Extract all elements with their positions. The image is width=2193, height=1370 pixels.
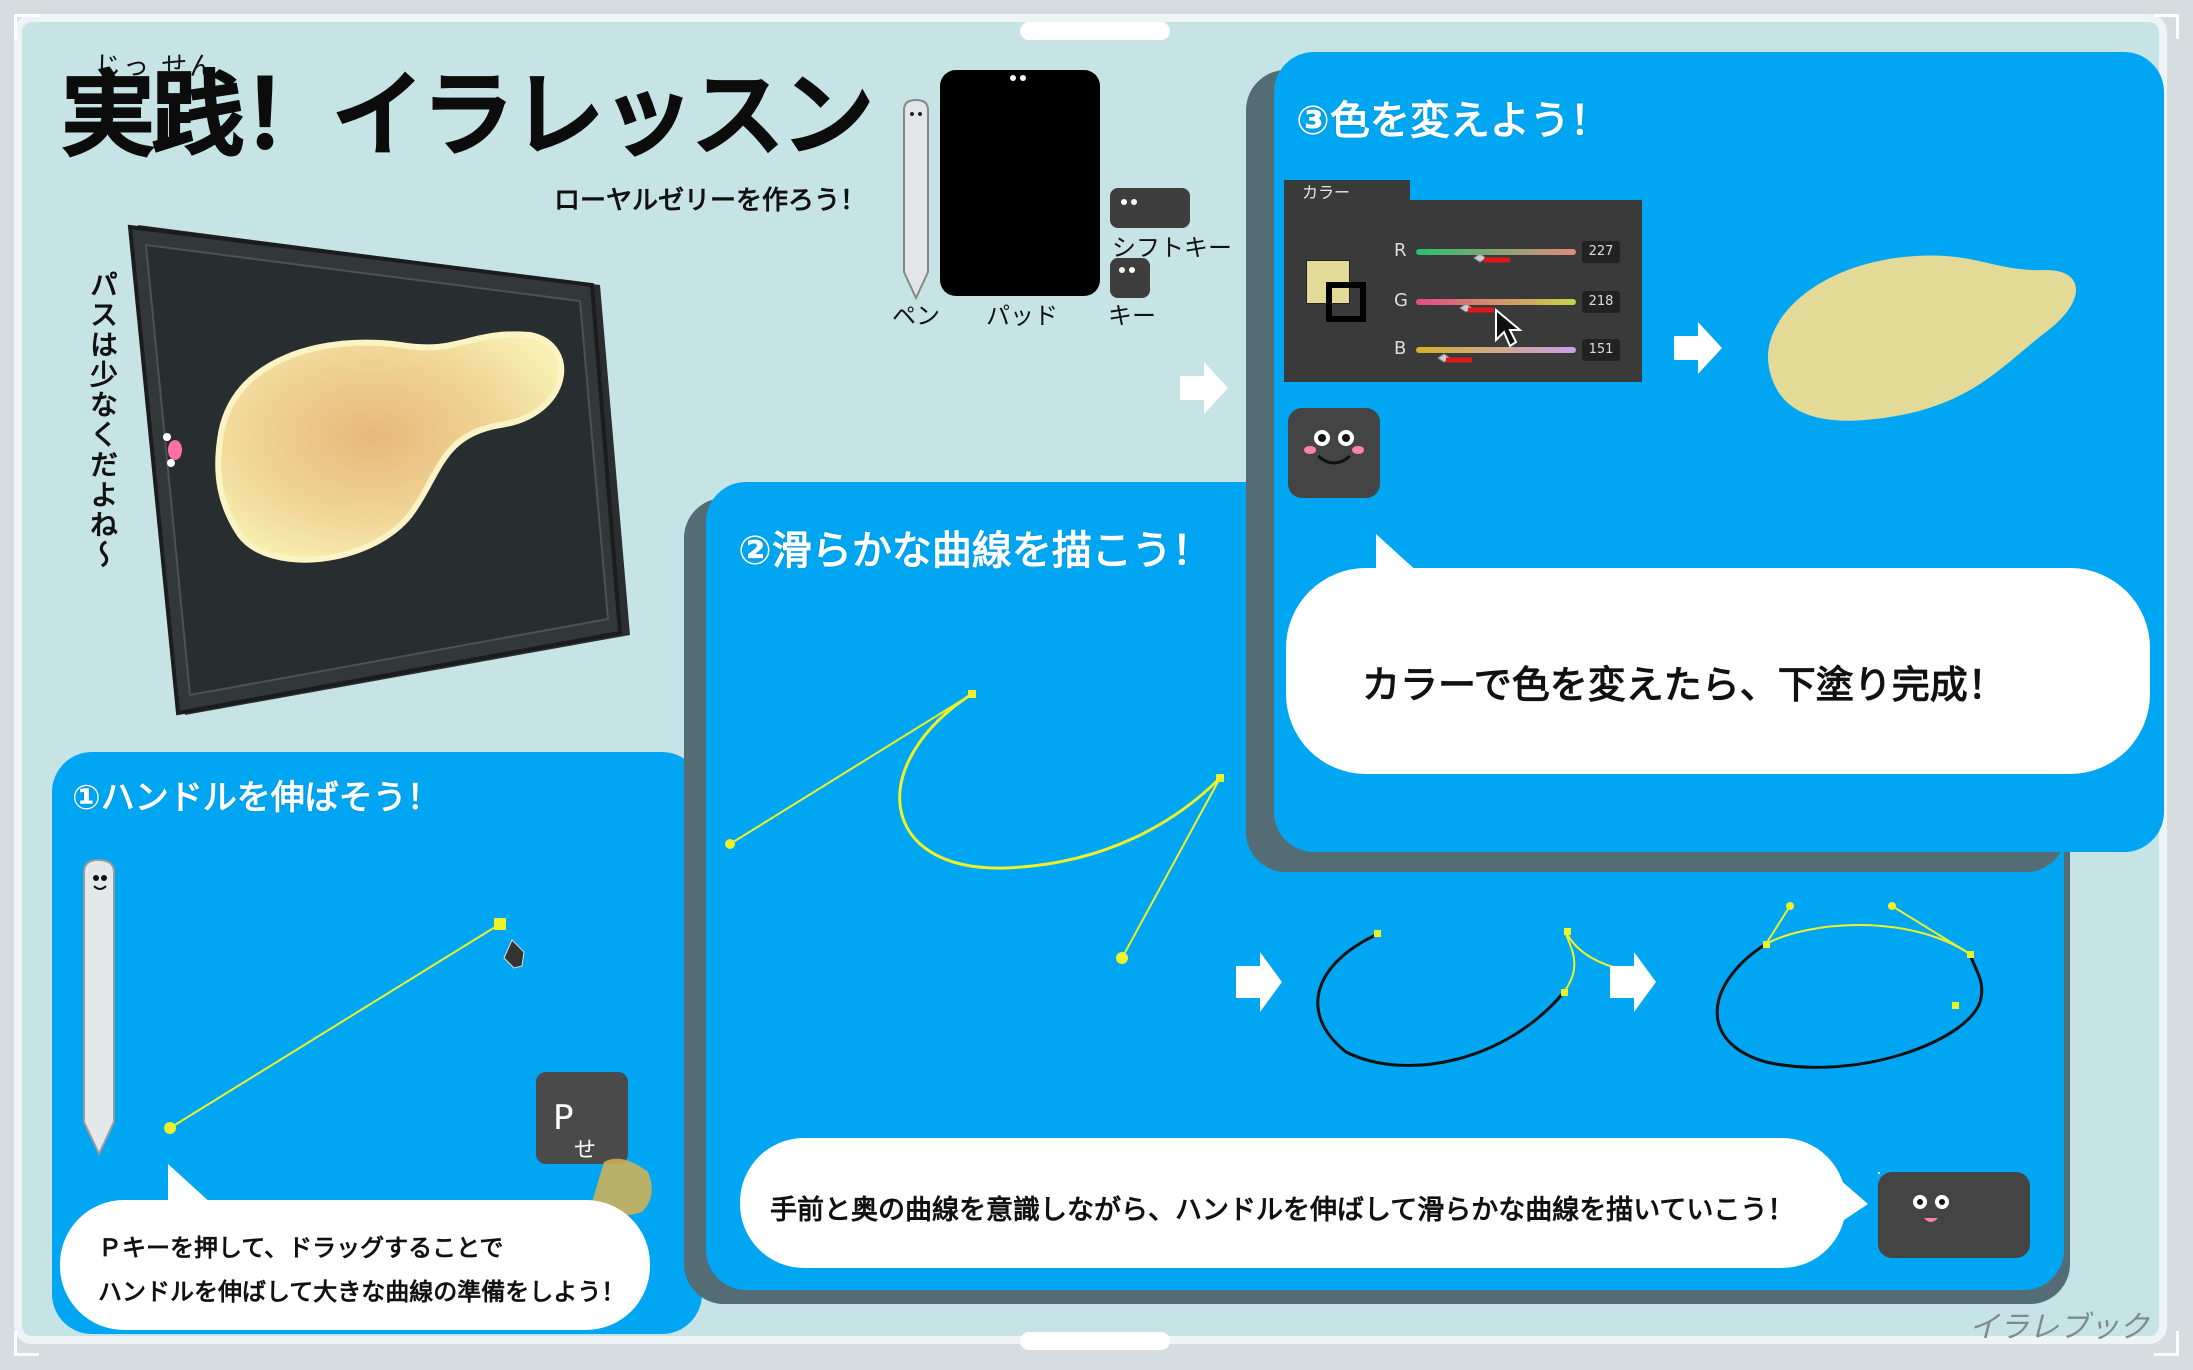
smiling-face-icon — [1304, 430, 1364, 465]
step3-title: ③色を変えよう！ — [1296, 98, 1610, 144]
slider-g[interactable] — [1416, 299, 1576, 305]
step2-title: ②滑らかな曲線を描こう！ — [738, 528, 1212, 574]
frame-bottom-tab — [1020, 1332, 1170, 1350]
color-row-b-value[interactable]: 151 — [1582, 339, 1620, 361]
step1-title: ①ハンドルを伸ばそう！ — [72, 778, 441, 818]
slider-r[interactable] — [1416, 249, 1576, 255]
frame-corner — [14, 14, 39, 39]
step1-bubble-line2: ハンドルを伸ばして大きな曲線の準備をしよう！ — [98, 1278, 626, 1306]
bubble-tail-1 — [168, 1164, 212, 1204]
pen-label: ペン — [892, 302, 940, 330]
credit-logo: イラレブック — [1969, 1310, 2149, 1345]
slider-markers — [1437, 253, 1523, 363]
step2-bubble-text: 手前と奥の曲線を意識しながら、ハンドルを伸ばして滑らかな曲線を描いていこう！ — [770, 1195, 1795, 1226]
page-title: 実践！イラレッスン — [61, 62, 875, 169]
mascot-smile-key — [1288, 408, 1380, 498]
step3-bubble: カラーで色を変えたら、下塗り完成！ — [1286, 568, 2150, 774]
tablet-illustration — [127, 224, 630, 716]
frame-top-tab — [1020, 22, 1170, 40]
bubble-tail-2 — [1838, 1178, 1868, 1224]
slider-b[interactable] — [1416, 347, 1576, 353]
pad-label: パッド — [986, 302, 1058, 330]
tools-legend — [903, 70, 1190, 301]
colored-shape — [1767, 255, 2076, 421]
step2-bubble: 手前と奥の曲線を意識しながら、ハンドルを伸ばして滑らかな曲線を描いていこう！ — [740, 1138, 1846, 1268]
color-row-b-label: B — [1394, 338, 1407, 359]
key-label: キー — [1108, 302, 1156, 330]
mascot-key — [1878, 1172, 2030, 1258]
color-row-g-value[interactable]: 218 — [1582, 291, 1620, 313]
mascot-face-icon — [1913, 1195, 1949, 1222]
frame-corner — [14, 1331, 39, 1356]
stroke-swatch[interactable] — [1326, 282, 1366, 322]
frame-corner — [2154, 1331, 2179, 1356]
bubble-tail-3 — [1376, 534, 1420, 574]
side-note: パスは少なくだよね〜 — [86, 270, 119, 570]
color-row-g-label: G — [1394, 290, 1408, 311]
p-key-letter: P — [553, 1098, 574, 1138]
step1-bubble-line1: Ｐキーを押して、ドラッグすることで — [98, 1234, 504, 1262]
page-subtitle: ローヤルゼリーを作ろう！ — [554, 186, 867, 216]
step2-illustration — [725, 690, 1984, 1174]
arrow-right-icon — [1180, 362, 1228, 414]
frame-corner — [2154, 14, 2179, 39]
step3-bubble-text: カラーで色を変えたら、下塗り完成！ — [1362, 663, 2006, 707]
p-key-kana: せ — [574, 1138, 597, 1163]
arrow-right-icon — [1674, 322, 1722, 374]
step1-illustration — [83, 858, 652, 1216]
shift-key-label: シフトキー — [1112, 234, 1232, 262]
step1-bubble: Ｐキーを押して、ドラッグすることで ハンドルを伸ばして大きな曲線の準備をしよう！ — [60, 1200, 650, 1330]
title-ruby: じっ せん — [95, 52, 218, 82]
color-row-r-value[interactable]: 227 — [1582, 241, 1620, 263]
color-row-r-label: R — [1394, 240, 1407, 261]
